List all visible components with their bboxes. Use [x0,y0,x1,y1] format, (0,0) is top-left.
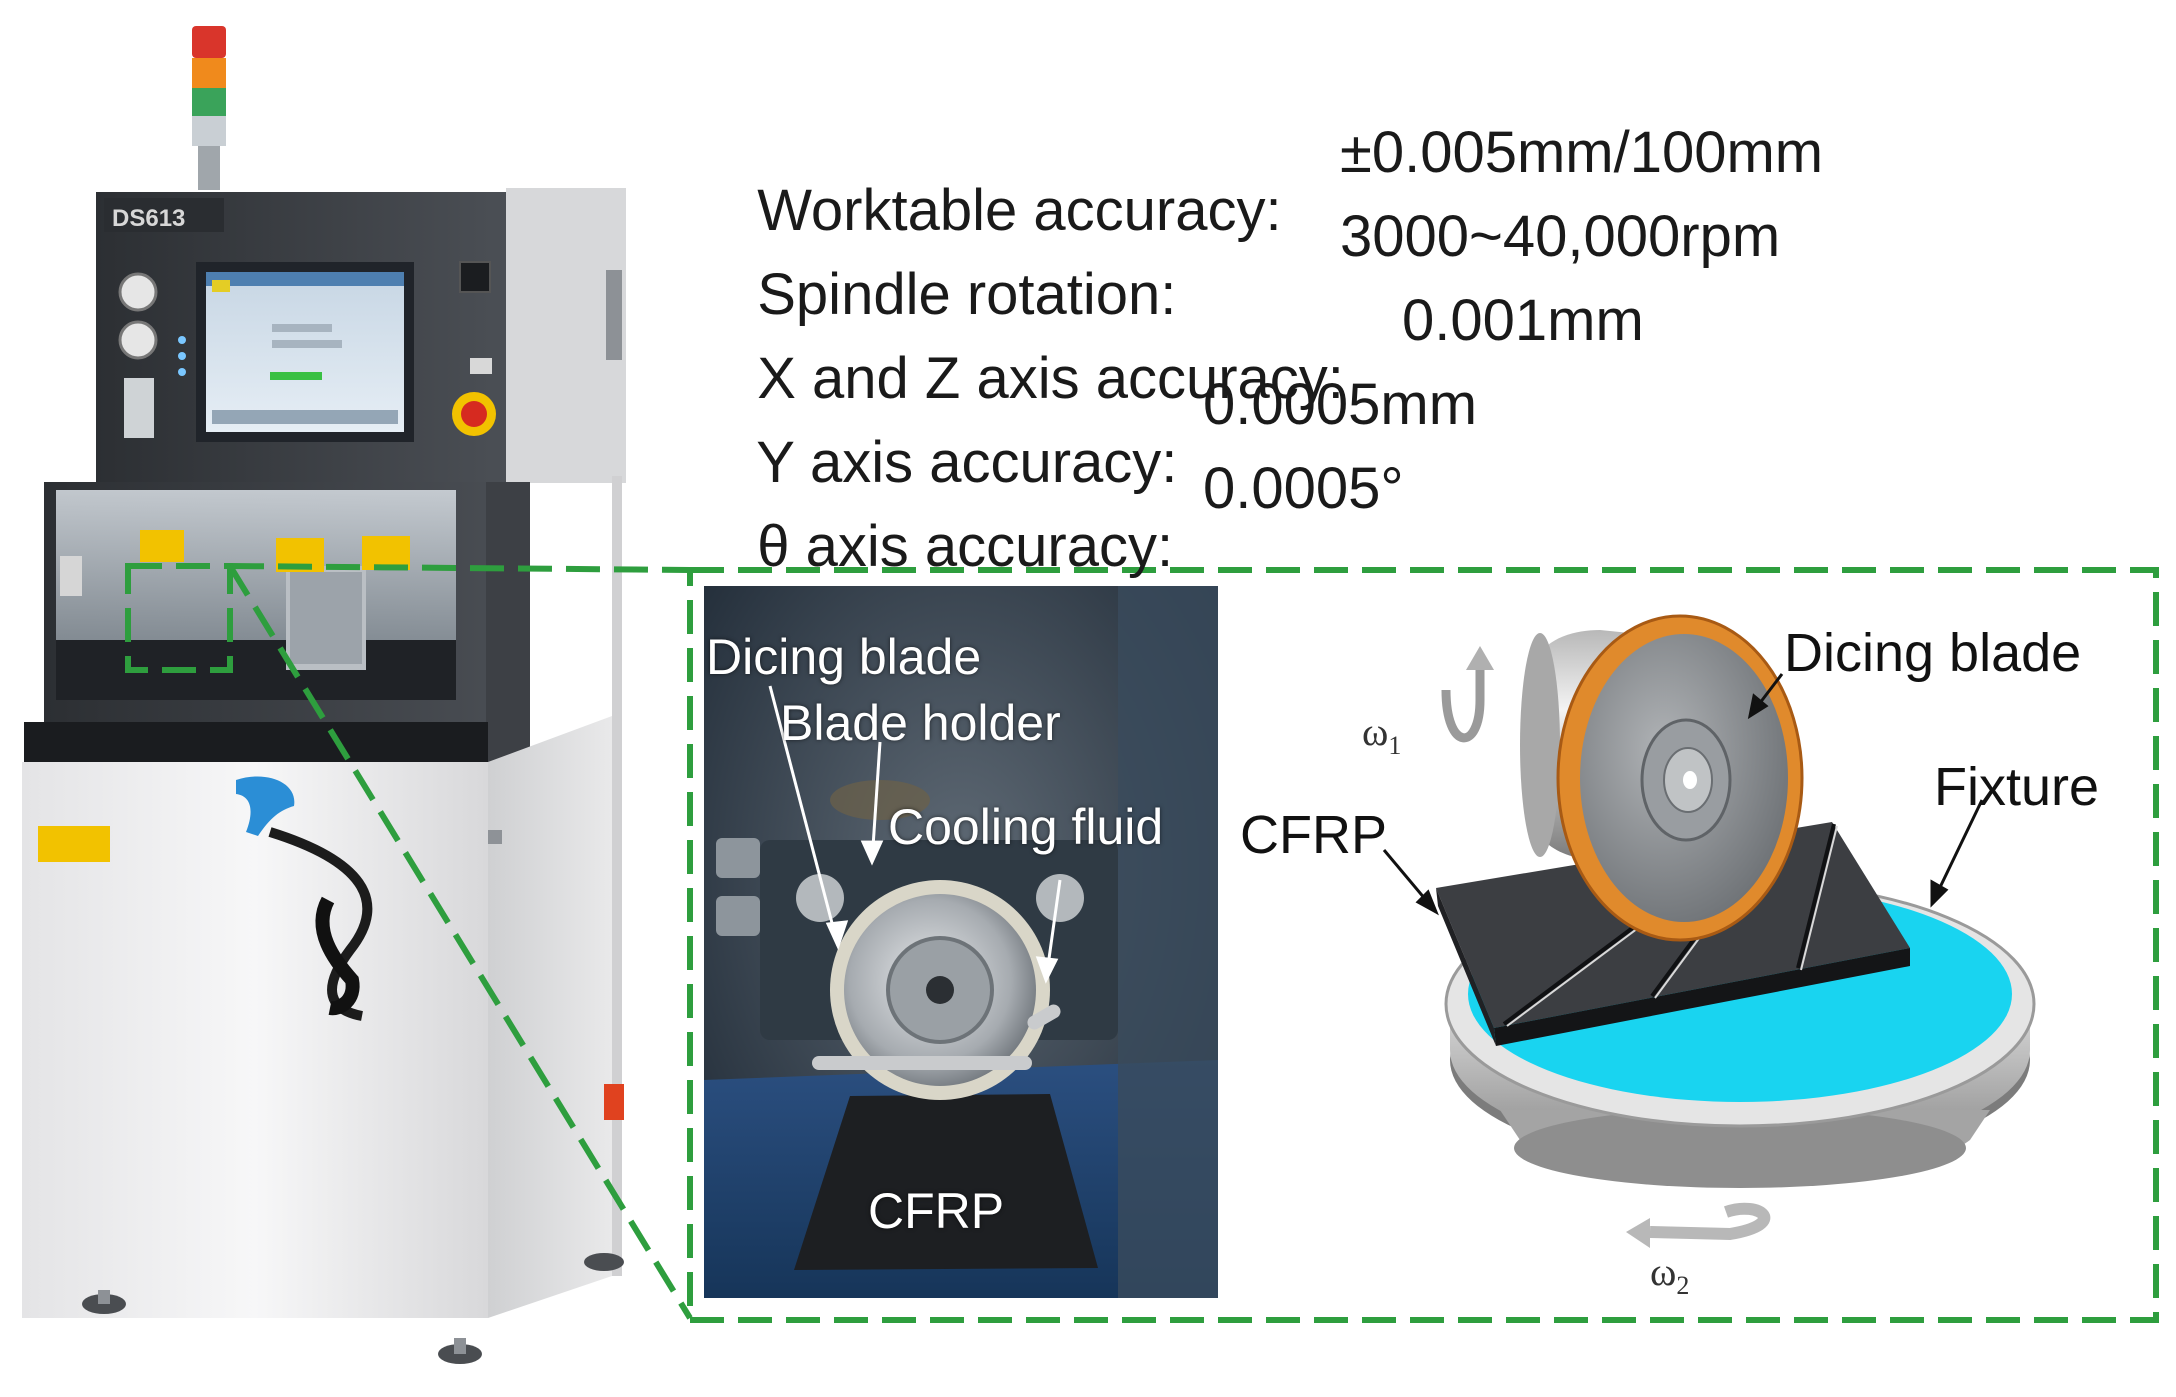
mode-switch[interactable] [470,358,492,374]
spec-value: 0.0005° [1203,456,1404,521]
key-switch[interactable] [459,261,491,293]
model-plate [104,198,224,232]
spec-value: 3000~40,000rpm [1340,204,1781,269]
fixture-render [1436,614,2036,1188]
render-label-dicing-blade: Dicing blade [1784,623,2082,683]
spec-value: 0.0005mm [1203,372,1478,437]
photo-label-cfrp: CFRP [868,1183,1005,1239]
closeup-photo [704,586,1218,1298]
pressure-gauge [118,320,158,360]
zoom-frame [687,567,2159,1323]
signal-tower [192,26,226,190]
spec-spindle-rotation: Spindle rotation: 3000~40,000rpm [725,208,1780,382]
spec-label: X and Z axis accuracy: [757,346,1344,411]
spec-y-axis-accuracy: Y axis accuracy: 0.0005mm [725,376,1477,550]
dicing-machine: DS613 [22,26,626,1364]
render-label-fixture: Fixture [1934,757,2100,817]
warning-label [140,530,184,562]
spec-worktable-accuracy: Worktable accuracy: ±0.005mm/100mm [725,124,1823,298]
photo-label-cooling-fluid: Cooling fluid [888,799,1164,855]
cfrp-sheet-photo [794,1094,1098,1270]
warning-label [38,826,110,862]
spec-xz-axis-accuracy: X and Z axis accuracy: 0.001mm [725,292,1644,466]
cooling-pipe [812,1056,1032,1070]
rotation-arrow-omega2 [1626,1202,1771,1248]
zoom-callout [125,563,2159,1323]
spec-label: Spindle rotation: [757,262,1177,327]
render-leaders [1382,673,1984,916]
photo-label-dicing-blade: Dicing blade [706,629,982,685]
spec-value: 0.001mm [1402,288,1644,353]
source-region-box [125,563,233,673]
leveling-foot [584,1253,624,1271]
spec-label: θ axis accuracy: [757,514,1174,579]
render-label-cfrp: CFRP [1240,805,1387,865]
spec-value: ±0.005mm/100mm [1340,120,1824,185]
omega1-label: ω1 [1362,709,1402,760]
photo-label-blade-holder: Blade holder [780,695,1061,751]
spec-label: Y axis accuracy: [756,430,1178,495]
photo-leaders [768,685,1062,984]
omega2-label: ω2 [1650,1249,1690,1300]
air-gun [236,776,373,1021]
warning-label [362,536,410,570]
pressure-gauge [118,272,158,312]
spec-theta-axis-accuracy: θ axis accuracy: 0.0005° [725,460,1403,634]
spec-label: Worktable accuracy: [757,178,1282,243]
model-plate-text: DS613 [112,205,185,232]
rotation-arrow-omega1 [1441,668,1485,743]
